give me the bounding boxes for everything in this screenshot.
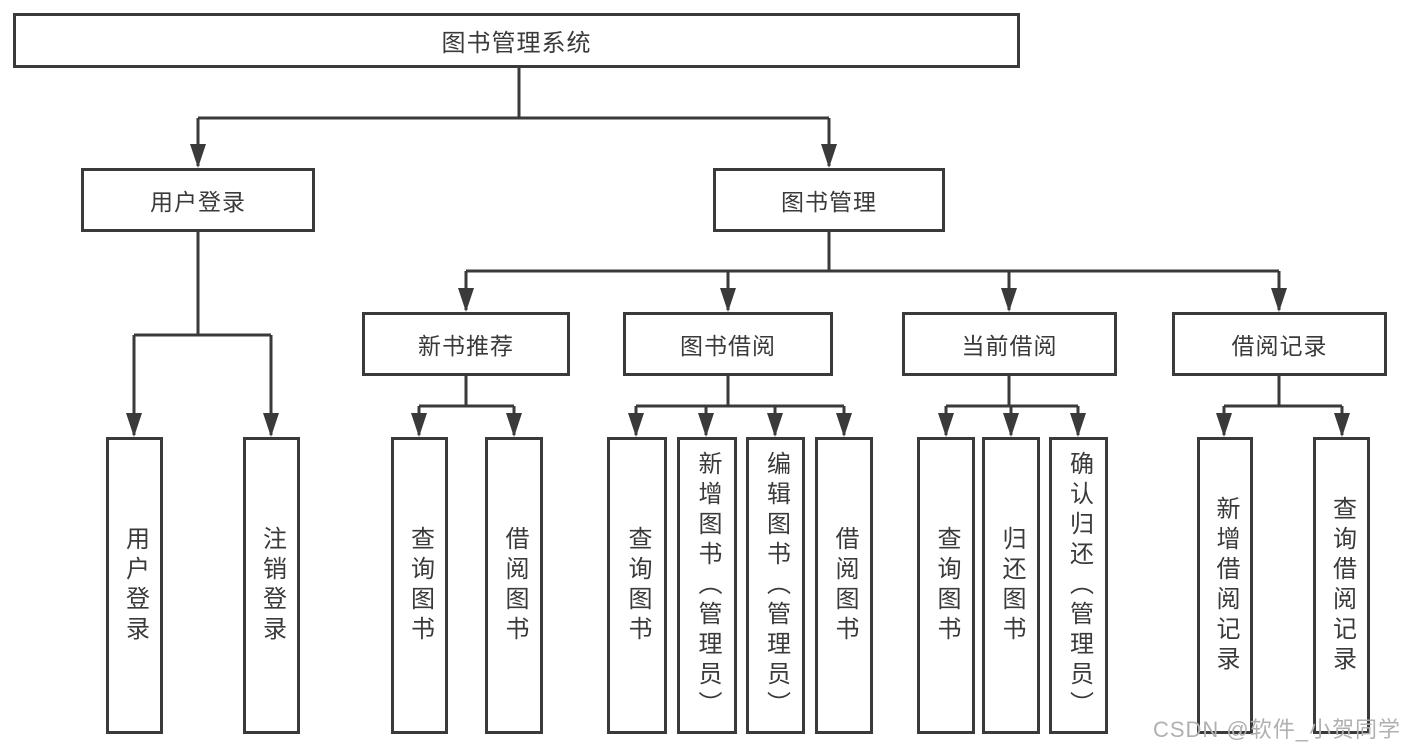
node-library-system: 图书管理系统 xyxy=(13,13,1020,68)
arrow-icon xyxy=(458,288,474,312)
node-book-management: 图书管理 xyxy=(713,168,945,232)
leaf-query-borrow-record: 查询借阅记录 xyxy=(1313,437,1370,734)
node-user-login: 用户登录 xyxy=(81,168,315,232)
leaf-add-borrow-record: 新增借阅记录 xyxy=(1197,437,1253,734)
arrow-icon xyxy=(190,144,206,168)
node-label: 新增图书（管理员） xyxy=(694,450,721,721)
node-label: 查询图书 xyxy=(624,525,651,646)
node-label: 归还图书 xyxy=(998,525,1025,646)
leaf-borrow-books: 借阅图书 xyxy=(815,437,873,734)
connector-book-borrow-branch xyxy=(634,376,846,435)
leaf-add-books-admin: 新增图书（管理员） xyxy=(677,437,737,734)
arrow-icon xyxy=(836,413,852,437)
arrow-icon xyxy=(126,413,142,437)
connector-root-branch xyxy=(196,68,831,166)
csdn-watermark: CSDN @软件_小贺同学 xyxy=(1152,717,1401,742)
arrow-icon xyxy=(767,413,783,437)
node-label: 确认归还（管理员） xyxy=(1065,450,1093,721)
node-label: 借阅图书 xyxy=(501,525,528,646)
node-new-book-recommend: 新书推荐 xyxy=(362,312,570,376)
arrow-icon xyxy=(1070,413,1086,437)
node-label: 用户登录 xyxy=(150,189,246,215)
arrow-icon xyxy=(1001,288,1017,312)
node-label: 编辑图书（管理员） xyxy=(762,450,790,721)
connector-user-login-branch xyxy=(132,232,273,435)
node-label: 当前借阅 xyxy=(961,333,1058,359)
leaf-confirm-return-admin: 确认归还（管理员） xyxy=(1049,437,1108,734)
node-current-borrowing: 当前借阅 xyxy=(902,312,1117,376)
node-label: 注销登录 xyxy=(258,525,286,646)
node-label: 借阅记录 xyxy=(1231,333,1328,359)
arrow-icon xyxy=(506,413,522,437)
arrow-icon xyxy=(628,413,644,437)
connector-borrow-record-branch xyxy=(1222,376,1344,435)
node-label: 新书推荐 xyxy=(418,333,514,359)
node-label: 查询借阅记录 xyxy=(1328,495,1356,676)
leaf-query-books-current: 查询图书 xyxy=(917,437,975,734)
leaf-borrow-books-recommend: 借阅图书 xyxy=(485,437,543,734)
leaf-user-login: 用户登录 xyxy=(106,437,163,734)
node-label: 图书借阅 xyxy=(680,333,776,359)
arrow-icon xyxy=(1003,413,1019,437)
node-label: 借阅图书 xyxy=(831,525,858,646)
connector-current-borrow-branch xyxy=(944,376,1080,435)
arrow-icon xyxy=(821,144,837,168)
arrow-icon xyxy=(1334,413,1350,437)
node-label: 新增借阅记录 xyxy=(1212,495,1239,676)
node-borrowing-records: 借阅记录 xyxy=(1172,312,1387,376)
node-label: 图书管理 xyxy=(781,189,877,215)
arrow-icon xyxy=(938,413,954,437)
node-label: 图书管理系统 xyxy=(441,30,592,57)
leaf-query-books-borrow: 查询图书 xyxy=(607,437,667,734)
arrow-icon xyxy=(720,288,736,312)
node-label: 用户登录 xyxy=(121,525,149,646)
connector-book-mgmt-branch xyxy=(464,232,1281,310)
leaf-edit-books-admin: 编辑图书（管理员） xyxy=(746,437,805,734)
arrow-icon xyxy=(698,413,714,437)
arrow-icon xyxy=(1271,288,1287,312)
leaf-logout: 注销登录 xyxy=(243,437,300,734)
leaf-query-books-recommend: 查询图书 xyxy=(391,437,448,734)
node-label: 查询图书 xyxy=(933,525,960,646)
node-label: 查询图书 xyxy=(406,525,434,646)
leaf-return-books: 归还图书 xyxy=(982,437,1040,734)
connector-new-book-branch xyxy=(417,376,516,435)
node-book-borrowing: 图书借阅 xyxy=(623,312,833,376)
arrow-icon xyxy=(411,413,427,437)
arrow-icon xyxy=(1216,413,1232,437)
arrow-icon xyxy=(263,413,279,437)
